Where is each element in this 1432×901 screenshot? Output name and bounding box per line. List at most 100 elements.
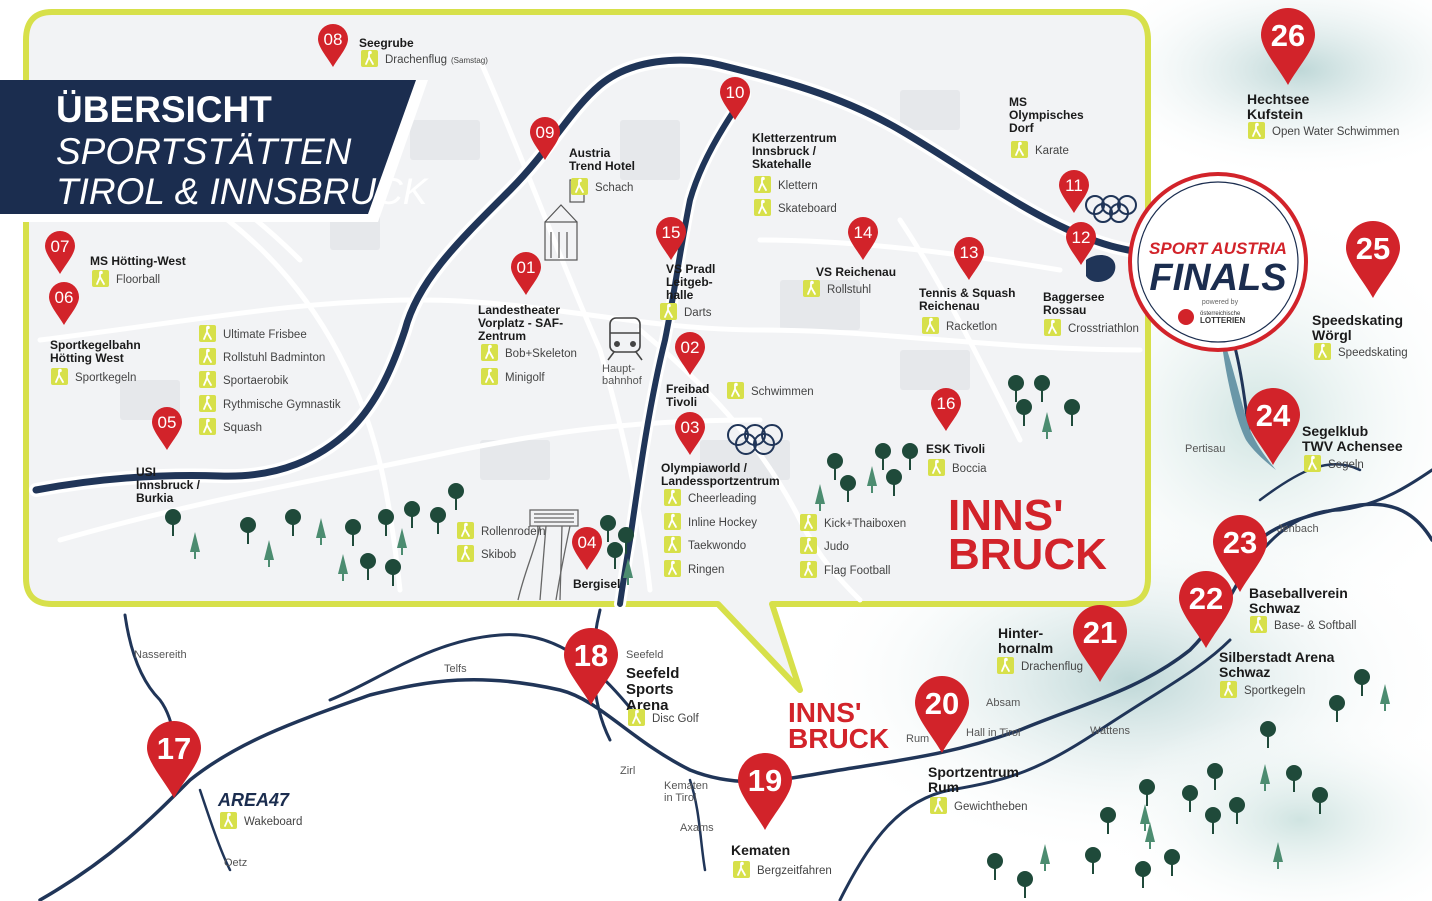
area47-logo: AREA47 [217, 790, 290, 810]
venue-pin-03[interactable]: 03 [675, 412, 705, 455]
sport-item-03[interactable]: Ringen [664, 560, 724, 577]
venue-pin-04[interactable]: 04 [572, 527, 602, 570]
map-pin-icon [675, 332, 705, 375]
map-pin-icon [1346, 221, 1400, 298]
venue-pin-10[interactable]: 10 [720, 77, 750, 120]
sport-label: Squash [223, 422, 262, 434]
sport-item-03[interactable]: Cheerleading [664, 489, 756, 506]
place-telfs: Telfs [444, 663, 467, 675]
venue-pin-18[interactable]: 18 [564, 628, 618, 705]
map-pin-icon [656, 217, 686, 260]
sport-label: Minigolf [505, 372, 545, 384]
rail-line [614, 89, 751, 610]
venue-pin-23[interactable]: 23 [1213, 515, 1267, 592]
title-line-3: TIROL & INNSBRUCK [56, 171, 430, 212]
sport-item-20[interactable]: Gewichtheben [930, 797, 1028, 814]
venue-name-05: Innsbruck / [136, 478, 201, 492]
sport-item-13[interactable]: Racketlon [922, 317, 997, 334]
sport-item-10[interactable]: Klettern [754, 176, 818, 193]
venue-pin-13[interactable]: 13 [954, 237, 984, 280]
sport-label: Skateboard [778, 203, 837, 215]
venue-pin-12[interactable]: 12 [1066, 222, 1096, 265]
place-absam: Absam [986, 697, 1020, 709]
venue-pin-25[interactable]: 25 [1346, 221, 1400, 298]
innsbruck-logo-small-line-2: BRUCK [788, 723, 889, 754]
place-axams: Axams [680, 822, 714, 834]
venue-name-25: Speedskating [1312, 312, 1403, 328]
venue-name-18: Sports [626, 681, 674, 698]
sport-item-04[interactable]: Skibob [457, 545, 516, 562]
sport-item-06[interactable]: Rollstuhl Badminton [199, 348, 325, 365]
sport-item-06[interactable]: Squash [199, 418, 262, 435]
sport-label: Darts [684, 307, 712, 319]
venue-name-11: Dorf [1009, 121, 1035, 135]
venue-pin-24[interactable]: 24 [1246, 388, 1300, 465]
venue-pin-17[interactable]: 17 [147, 721, 201, 798]
venue-pin-16[interactable]: 16 [931, 388, 961, 431]
sport-item-03[interactable]: Kick+Thaiboxen [800, 514, 906, 531]
venue-pin-11[interactable]: 11 [1059, 170, 1089, 213]
sport-item-19[interactable]: Bergzeitfahren [733, 861, 832, 878]
sport-item-06[interactable]: Sportkegeln [51, 368, 136, 385]
sport-item-01[interactable]: Minigolf [481, 368, 545, 385]
sport-item-25[interactable]: Speedskating [1314, 343, 1408, 360]
sport-item-04[interactable]: Rollenrodeln [457, 522, 546, 539]
venue-pin-15[interactable]: 15 [656, 217, 686, 260]
venue-pin-number: 26 [1271, 18, 1305, 53]
sport-item-03[interactable]: Taekwondo [664, 536, 746, 553]
sport-item-03[interactable]: Judo [800, 537, 849, 554]
map-pin-icon [720, 77, 750, 120]
sport-item-06[interactable]: Sportaerobik [199, 371, 288, 388]
sport-item-06[interactable]: Rythmische Gymnastik [199, 395, 341, 412]
sport-item-14[interactable]: Rollstuhl [803, 280, 871, 297]
sport-label: Rythmische Gymnastik [223, 399, 341, 411]
sport-item-22[interactable]: Sportkegeln [1220, 681, 1305, 698]
innsbruck-logo-small: INNS' BRUCK [788, 697, 889, 754]
map-pin-icon [530, 117, 560, 160]
sport-item-16[interactable]: Boccia [928, 459, 987, 476]
venue-pin-26[interactable]: 26 [1261, 8, 1315, 85]
venue-pin-09[interactable]: 09 [530, 117, 560, 160]
venue-pin-19[interactable]: 19 [738, 753, 792, 830]
venue-pin-20[interactable]: 20 [915, 676, 969, 753]
venue-pin-01[interactable]: 01 [511, 252, 541, 295]
venue-pin-number: 11 [1065, 176, 1083, 195]
venue-pin-14[interactable]: 14 [848, 217, 878, 260]
sport-item-17[interactable]: Wakeboard [220, 812, 302, 829]
sport-label: Kick+Thaiboxen [824, 518, 906, 530]
sport-item-01[interactable]: Bob+Skeleton [481, 344, 577, 361]
venue-name-13: Tennis & Squash [919, 286, 1015, 300]
venue-pin-05[interactable]: 05 [152, 407, 182, 450]
venue-pin-number: 23 [1223, 525, 1257, 560]
venue-pin-08[interactable]: 08 [318, 24, 348, 67]
place-hauptbahnhof-2: bahnhof [602, 375, 643, 387]
sport-item-07[interactable]: Floorball [92, 270, 160, 287]
sport-item-18[interactable]: Disc Golf [628, 709, 699, 726]
sport-item-09[interactable]: Schach [571, 178, 633, 195]
sport-item-03[interactable]: Flag Football [800, 561, 890, 578]
sport-label: Base- & Softball [1274, 620, 1356, 632]
sport-item-02[interactable]: Schwimmen [727, 382, 814, 399]
map-pin-icon [45, 231, 75, 274]
venue-pin-22[interactable]: 22 [1179, 571, 1233, 648]
venue-pin-07[interactable]: 07 [45, 231, 75, 274]
sport-item-21[interactable]: Drachenflug [997, 657, 1083, 674]
olympic-rings-icon [727, 424, 783, 455]
sport-item-23[interactable]: Base- & Softball [1250, 616, 1356, 633]
venue-name-01: Zentrum [478, 329, 526, 343]
sport-item-12[interactable]: Crosstriathlon [1044, 319, 1139, 336]
sport-item-06[interactable]: Ultimate Frisbee [199, 325, 307, 342]
sport-item-08[interactable]: Drachenflug(Samstag) [361, 50, 488, 67]
venue-pin-06[interactable]: 06 [49, 282, 79, 325]
place-hall: Hall in Tirol [966, 727, 1020, 739]
sport-item-11[interactable]: Karate [1011, 141, 1069, 158]
sport-item-24[interactable]: Segeln [1304, 455, 1364, 472]
venue-pin-02[interactable]: 02 [675, 332, 705, 375]
sport-item-10[interactable]: Skateboard [754, 199, 837, 216]
venue-name-05: Burkia [136, 491, 174, 505]
sport-item-03[interactable]: Inline Hockey [664, 513, 757, 530]
venue-pin-21[interactable]: 21 [1073, 605, 1127, 682]
venue-pins: 01 02 03 04 05 06 07 08 09 10 11 12 13 14 15 16 17 18 19 20… [45, 8, 1400, 830]
sport-item-26[interactable]: Open Water Schwimmen [1248, 122, 1399, 139]
sport-item-15[interactable]: Darts [660, 303, 712, 320]
